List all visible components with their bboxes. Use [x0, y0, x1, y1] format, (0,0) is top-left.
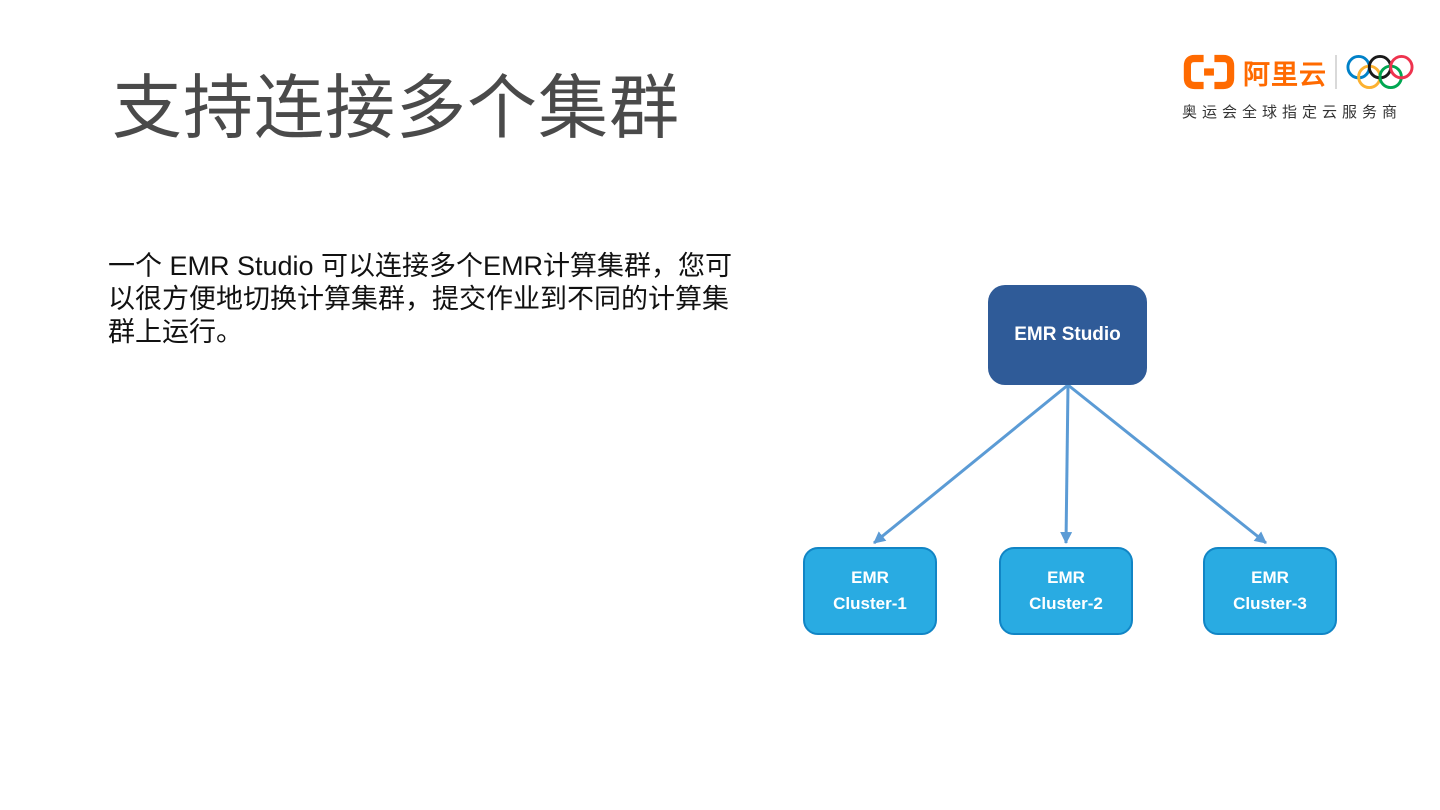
cluster-label-line: Cluster-3 [1233, 594, 1307, 613]
body-text-line: 一个 EMR Studio 可以连接多个EMR计算集群，您可 [108, 251, 733, 281]
cluster-label-line: Cluster-2 [1029, 594, 1103, 613]
brand-divider [1335, 55, 1337, 89]
cluster-label-line: EMR [851, 568, 889, 587]
emr-studio-node: EMR Studio [988, 285, 1147, 385]
emr-cluster-3-node: EMR Cluster-3 [1203, 547, 1337, 635]
arrow-to-cluster-3 [1067, 383, 1267, 545]
body-text-line: 以很方便地切换计算集群，提交作业到不同的计算集 [108, 284, 729, 314]
alibaba-cloud-bracket-icon [1183, 54, 1235, 90]
cluster-label-line: EMR [1251, 568, 1289, 587]
body-text-line: 群上运行。 [108, 317, 243, 347]
emr-cluster-2-node: EMR Cluster-2 [999, 547, 1133, 635]
olympic-rings-icon [1346, 54, 1414, 89]
body-paragraph: 一个 EMR Studio 可以连接多个EMR计算集群，您可 以很方便地切换计算… [108, 250, 768, 349]
brand-logo-row: 阿里云 [1182, 50, 1414, 94]
emr-studio-label: EMR Studio [1014, 324, 1121, 345]
brand-name-text: 阿里云 [1243, 59, 1327, 90]
cluster-label-line: EMR [1047, 568, 1085, 587]
brand-tagline: 奥运会全球指定云服务商 [1182, 104, 1403, 121]
cluster-label-line: Cluster-1 [833, 594, 907, 613]
page-title: 支持连接多个集群 [112, 69, 680, 147]
arrow-to-cluster-2 [1060, 384, 1073, 544]
alibaba-cloud-branding: 阿里云 奥运会全球指定云服务商 [1182, 50, 1414, 122]
arrow-to-cluster-1 [873, 383, 1069, 545]
emr-cluster-1-node: EMR Cluster-1 [803, 547, 937, 635]
